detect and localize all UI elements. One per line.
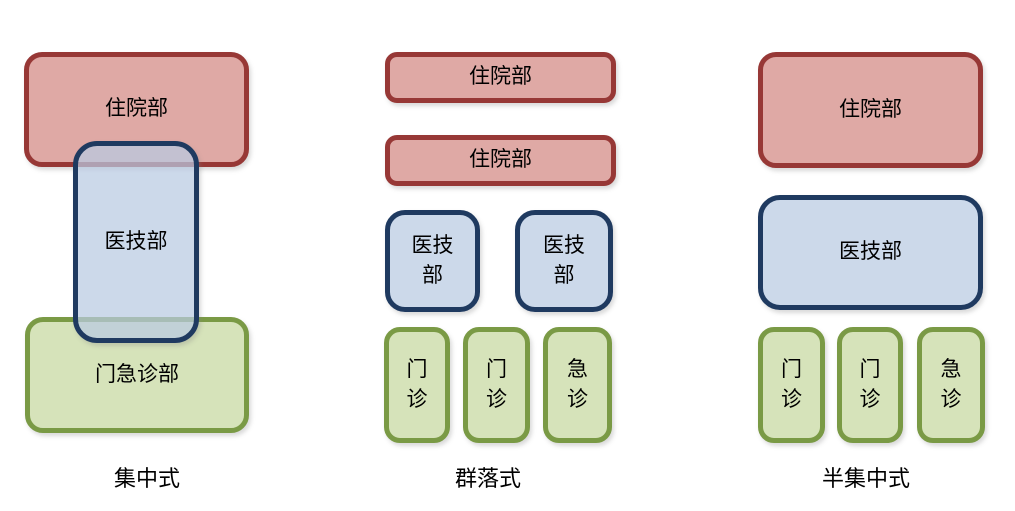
box-label: 门诊: [406, 357, 428, 411]
box-medtech: 医技部: [385, 210, 480, 312]
box-label: 急诊: [940, 357, 962, 411]
box-emergency: 急诊: [543, 327, 612, 443]
box-inpatient: 住院部: [385, 135, 616, 186]
box-medtech: 医技部: [515, 210, 613, 312]
box-label: 住院部: [105, 97, 168, 121]
group-caption-centralized: 集中式: [114, 466, 181, 491]
box-label: 医技部: [104, 229, 168, 253]
box-label: 医技部: [411, 233, 454, 287]
box-inpatient: 住院部: [385, 52, 616, 103]
box-medtech: 医技部: [758, 195, 983, 310]
box-label: 门急诊部: [95, 362, 179, 386]
box-label: 住院部: [469, 65, 532, 89]
box-outpatient: 门诊: [463, 327, 530, 443]
group-caption-cluster: 群落式: [455, 466, 522, 491]
box-medtech: 医技部: [73, 141, 199, 343]
box-outpatient-emergency: 门急诊部: [25, 317, 249, 433]
box-label: 门诊: [780, 357, 802, 411]
box-label: 住院部: [469, 148, 532, 172]
box-label: 住院部: [839, 97, 902, 121]
box-outpatient: 门诊: [758, 327, 825, 443]
box-label: 门诊: [485, 357, 507, 411]
box-inpatient: 住院部: [758, 52, 983, 168]
box-label: 门诊: [859, 357, 881, 411]
box-outpatient: 门诊: [384, 327, 450, 443]
box-label: 急诊: [566, 357, 588, 411]
box-label: 医技部: [839, 240, 902, 264]
box-outpatient: 门诊: [837, 327, 903, 443]
box-label: 医技部: [542, 233, 585, 287]
box-emergency: 急诊: [917, 327, 985, 443]
group-caption-semi-centralized: 半集中式: [822, 466, 911, 491]
